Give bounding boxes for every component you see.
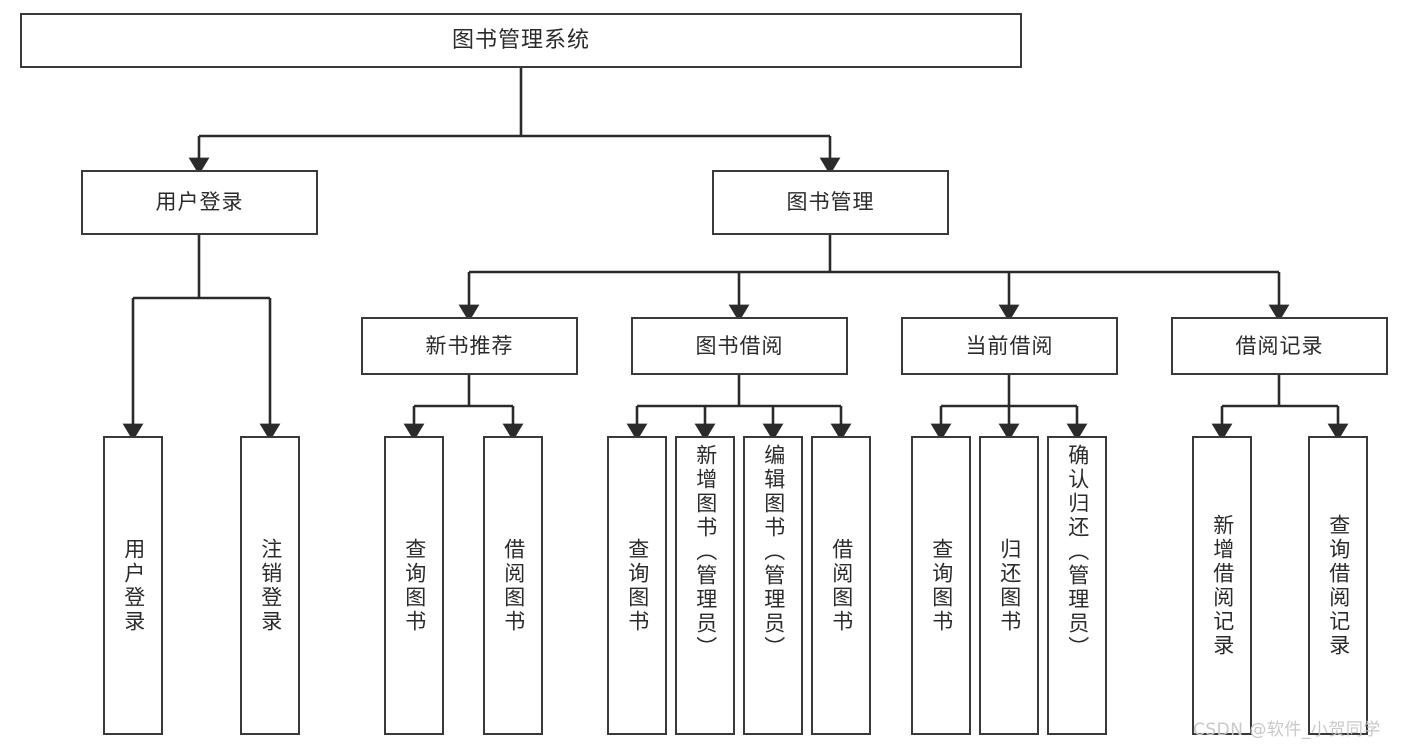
node-leaf-query-book-3-label: 查询图书	[929, 537, 954, 634]
node-current-borrow[interactable]: 当前借阅	[901, 317, 1118, 375]
node-book-manage[interactable]: 图书管理	[712, 170, 949, 235]
node-leaf-add-book-label: 新增图书（管理员）	[693, 444, 718, 660]
node-leaf-borrow-book-1[interactable]: 借阅图书	[483, 436, 543, 735]
node-leaf-query-book-2[interactable]: 查询图书	[607, 436, 667, 735]
node-leaf-query-record[interactable]: 查询借阅记录	[1308, 436, 1368, 735]
node-leaf-query-book-2-label: 查询图书	[625, 537, 650, 634]
node-leaf-logout[interactable]: 注销登录	[240, 436, 300, 735]
node-leaf-borrow-book-2-label: 借阅图书	[829, 537, 854, 634]
node-leaf-query-book-1[interactable]: 查询图书	[384, 436, 444, 735]
node-book-borrow-label: 图书借阅	[695, 333, 784, 358]
node-borrow-record-label: 借阅记录	[1235, 333, 1324, 358]
node-user-login-label: 用户登录	[155, 190, 244, 215]
node-leaf-return-book[interactable]: 归还图书	[979, 436, 1039, 735]
node-borrow-record[interactable]: 借阅记录	[1171, 317, 1388, 375]
node-leaf-user-login[interactable]: 用户登录	[103, 436, 163, 735]
node-leaf-return-book-label: 归还图书	[997, 537, 1022, 634]
node-leaf-confirm-return[interactable]: 确认归还（管理员）	[1047, 436, 1107, 735]
node-root[interactable]: 图书管理系统	[20, 13, 1022, 68]
node-leaf-add-record-label: 新增借阅记录	[1210, 513, 1235, 658]
node-leaf-confirm-return-label: 确认归还（管理员）	[1065, 444, 1090, 660]
node-root-label: 图书管理系统	[451, 27, 590, 53]
node-leaf-borrow-book-2[interactable]: 借阅图书	[811, 436, 871, 735]
node-leaf-add-record[interactable]: 新增借阅记录	[1192, 436, 1252, 735]
node-leaf-edit-book-label: 编辑图书（管理员）	[761, 444, 786, 660]
node-new-book-recommend-label: 新书推荐	[425, 333, 514, 358]
node-leaf-edit-book[interactable]: 编辑图书（管理员）	[743, 436, 803, 735]
node-leaf-add-book[interactable]: 新增图书（管理员）	[675, 436, 735, 735]
node-book-manage-label: 图书管理	[786, 190, 875, 215]
node-new-book-recommend[interactable]: 新书推荐	[361, 317, 578, 375]
node-leaf-user-login-label: 用户登录	[121, 537, 146, 634]
node-leaf-query-book-1-label: 查询图书	[402, 537, 427, 634]
node-book-borrow[interactable]: 图书借阅	[631, 317, 848, 375]
node-leaf-logout-label: 注销登录	[258, 537, 283, 634]
node-user-login[interactable]: 用户登录	[81, 170, 318, 235]
csdn-watermark: CSDN @软件_小贺同学	[1193, 720, 1381, 740]
node-leaf-query-book-3[interactable]: 查询图书	[911, 436, 971, 735]
node-current-borrow-label: 当前借阅	[965, 333, 1054, 358]
node-leaf-query-record-label: 查询借阅记录	[1326, 513, 1351, 658]
node-leaf-borrow-book-1-label: 借阅图书	[501, 537, 526, 634]
